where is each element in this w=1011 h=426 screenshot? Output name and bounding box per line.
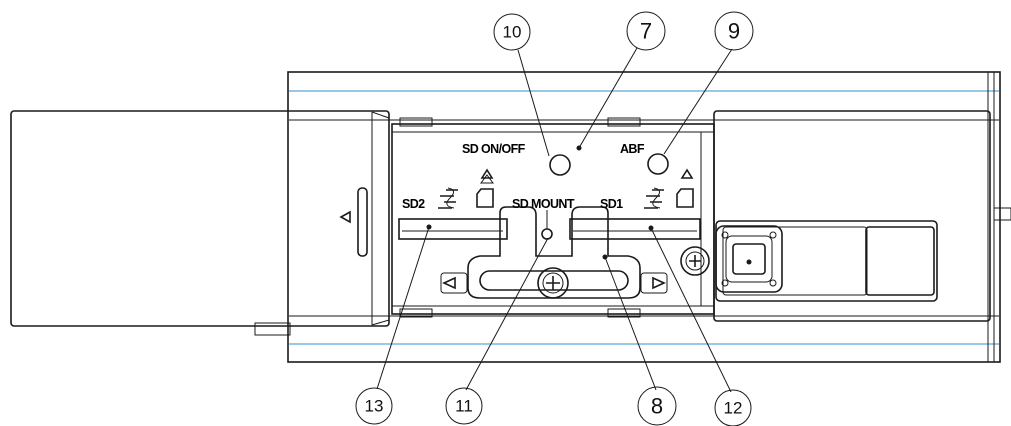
slot-cover: [10, 110, 390, 327]
sd-mount-label: SD MOUNT: [512, 197, 575, 211]
leader-lines: [376, 47, 733, 393]
sd-on-off-button: [549, 154, 571, 176]
camera-body: [254, 71, 1011, 363]
callout-8: 8: [637, 386, 677, 426]
svg-text:8: 8: [651, 394, 663, 419]
connector-housing: [680, 110, 991, 322]
eject-triangle-icon: [680, 168, 694, 179]
svg-text:10: 10: [503, 23, 522, 42]
connector-icon: [715, 225, 783, 293]
abf-button: [647, 153, 669, 175]
callout-13: 13: [355, 387, 393, 425]
callout-12: 12: [714, 389, 752, 426]
abf-label: ABF: [620, 142, 645, 156]
slide-lock: [440, 206, 668, 299]
svg-text:11: 11: [455, 397, 473, 416]
callout-10: 10: [493, 13, 531, 51]
svg-text:9: 9: [728, 19, 740, 44]
sd2-label: SD2: [402, 197, 425, 211]
screw-icon: [537, 267, 569, 299]
sd1-slot: [569, 218, 701, 240]
callout-9: 9: [714, 11, 754, 51]
svg-text:7: 7: [640, 19, 652, 44]
svg-text:13: 13: [365, 397, 384, 416]
svg-text:12: 12: [724, 399, 743, 418]
sd-mount-button: [541, 210, 553, 240]
slide-arrow-icon: [652, 276, 666, 290]
eject-triangle-icon: [480, 168, 494, 179]
sd1-label: SD1: [600, 197, 623, 211]
eject-triangle-icon: [339, 210, 351, 224]
sdxc-logo-icon: [438, 187, 458, 209]
slide-arrow-icon: [442, 276, 456, 290]
sd-compartment: [391, 117, 715, 318]
screw-icon: [680, 246, 710, 276]
sd-card-icon: [676, 188, 694, 208]
callout-7: 7: [626, 11, 666, 51]
sdxc-logo-icon: [644, 187, 664, 209]
callout-11: 11: [445, 387, 483, 425]
sd2-slot: [398, 218, 508, 240]
sd-on-off-label: SD ON/OFF: [462, 142, 526, 156]
sd-card-icon: [476, 174, 494, 208]
